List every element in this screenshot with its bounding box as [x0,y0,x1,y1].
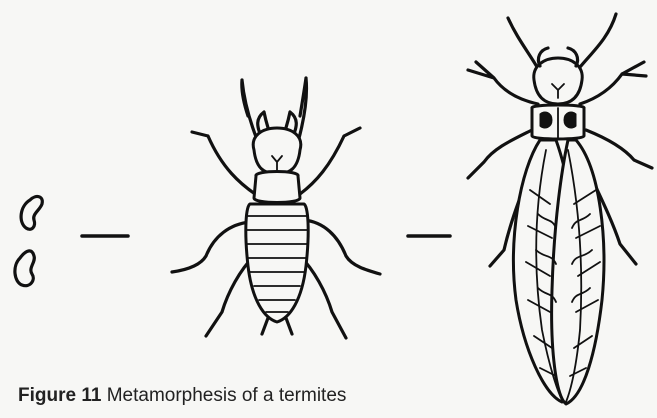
figure-caption: Figure 11 Metamorphesis of a termites [18,385,346,407]
figure-caption-text: Metamorphesis of a termites [107,385,347,406]
figure-label: Figure 11 [18,385,101,406]
nymph-illustration [172,78,380,338]
eggs-illustration [15,197,42,286]
winged-adult-illustration [468,14,652,404]
egg-bottom [15,251,34,286]
egg-top [21,197,42,230]
